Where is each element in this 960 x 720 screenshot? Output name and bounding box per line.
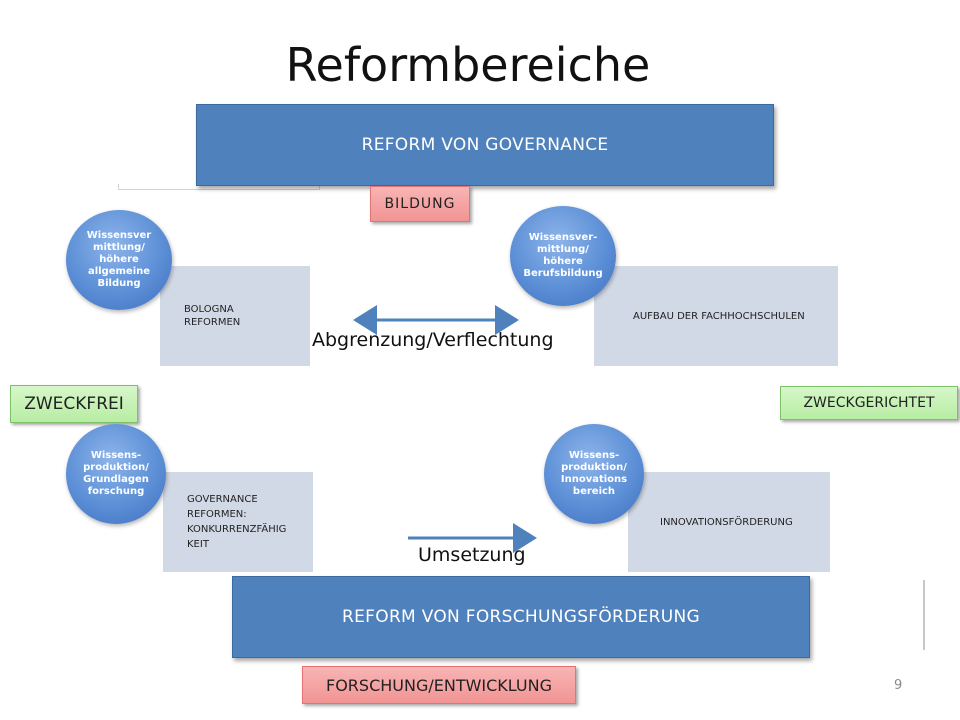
governance-reform-panel-label: GOVERNANCE REFORMEN: KONKURRENZFÄHIG KEI…: [187, 494, 287, 550]
forschung-tag: FORSCHUNG/ENTWICKLUNG: [302, 666, 576, 704]
research-banner: REFORM VON FORSCHUNGSFÖRDERUNG: [232, 576, 810, 658]
fachhochschulen-panel: [594, 266, 838, 366]
knowledge-production-innovation-circle: Wissens- produktion/ Innovations bereich: [544, 424, 644, 524]
umsetzung-label: Umsetzung: [418, 544, 526, 566]
bologna-panel-label: BOLOGNA REFORMEN: [184, 304, 241, 328]
innovation-panel: [628, 472, 830, 572]
zweckfrei-tag: ZWECKFREI: [10, 385, 138, 423]
page-number: 9: [894, 678, 903, 693]
divider-line: [118, 184, 320, 190]
abgrenzung-label: Abgrenzung/Verflechtung: [312, 329, 554, 351]
governance-banner: REFORM VON GOVERNANCE: [196, 104, 774, 186]
zweckgerichtet-tag: ZWECKGERICHTET: [780, 386, 958, 420]
bologna-panel: [160, 266, 310, 366]
knowledge-production-basic-circle: Wissens- produktion/ Grundlagen forschun…: [66, 424, 166, 524]
innovation-panel-label: INNOVATIONSFÖRDERUNG: [660, 517, 793, 528]
knowledge-transfer-general-circle: Wissensver mittlung/ höhere allgemeine B…: [66, 210, 172, 310]
knowledge-transfer-vocational-circle: Wissensver- mittlung/ höhere Berufsbildu…: [510, 206, 616, 306]
governance-reform-panel: [163, 472, 313, 572]
bildung-tag: BILDUNG: [370, 186, 470, 222]
divider-line: [923, 580, 928, 650]
fachhochschulen-panel-label: AUFBAU DER FACHHOCHSCHULEN: [633, 311, 805, 322]
slide-title: Reformbereiche: [285, 38, 651, 92]
